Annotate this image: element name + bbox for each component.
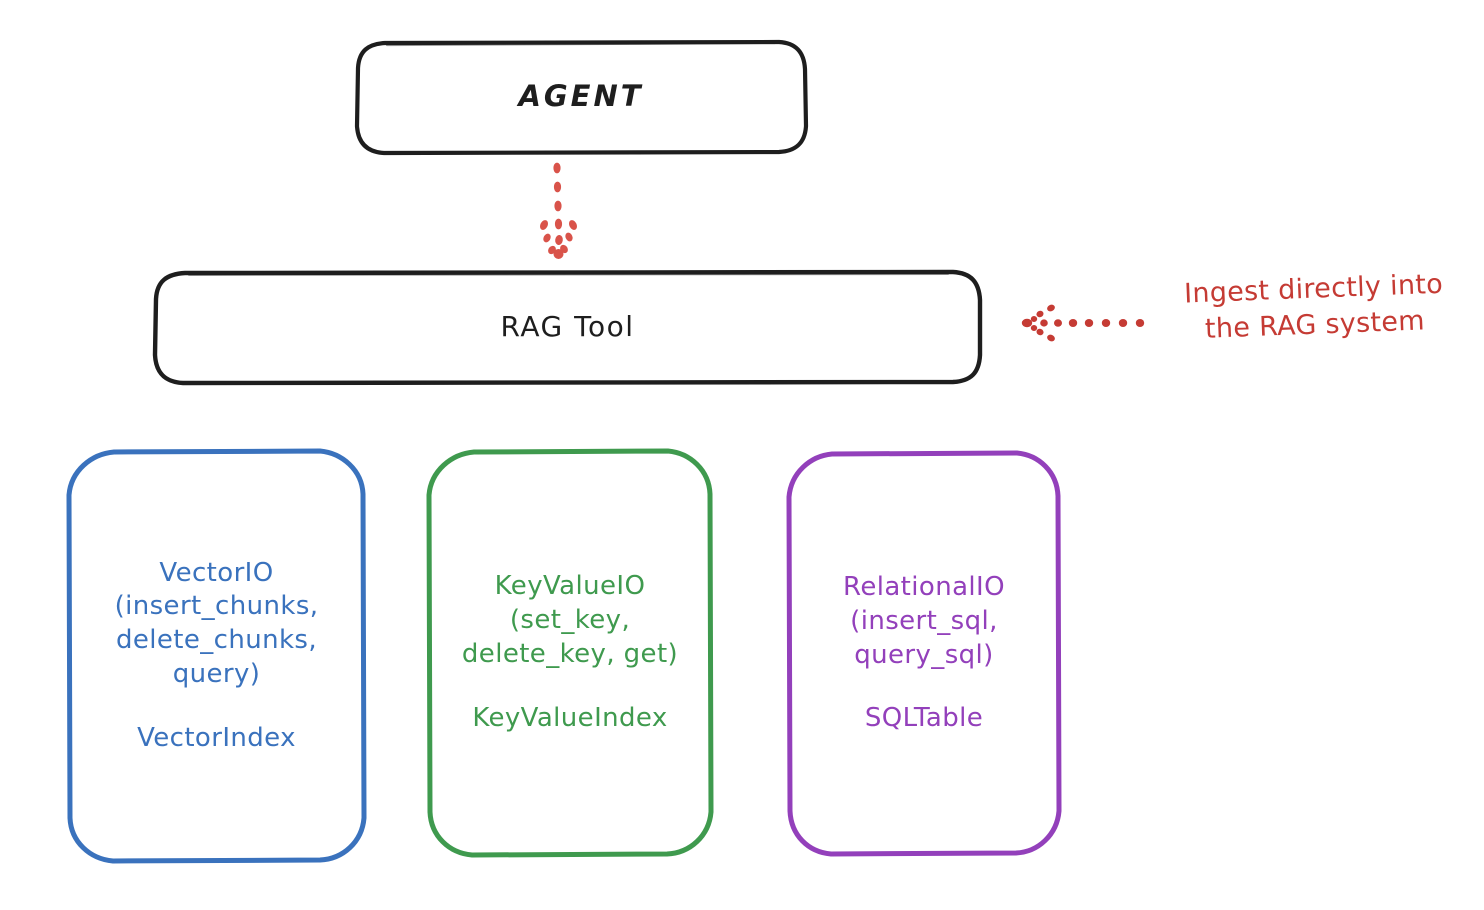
node-relational-io-label: RelationalIO (insert_sql, query_sql) [843, 571, 1005, 670]
node-vector-io[interactable]: VectorIO (insert_chunks, delete_chunks, … [66, 448, 367, 864]
node-key-value-io-content: KeyValueIO (set_key, delete_key, get) Ke… [426, 448, 714, 858]
node-vector-io-content: VectorIO (insert_chunks, delete_chunks, … [66, 448, 367, 864]
node-rag-tool-label: RAG Tool [500, 310, 635, 344]
node-key-value-io[interactable]: KeyValueIO (set_key, delete_key, get) Ke… [426, 448, 714, 858]
node-relational-io-content: RelationalIO (insert_sql, query_sql) SQL… [786, 450, 1062, 857]
annotation-ingest-note: Ingest directly into the RAG system [1183, 268, 1444, 345]
node-key-value-io-index-label: KeyValueIndex [472, 702, 668, 733]
node-rag-tool[interactable]: RAG Tool [152, 269, 983, 386]
node-agent-label: AGENT [518, 79, 644, 114]
node-key-value-io-label: KeyValueIO (set_key, delete_key, get) [461, 571, 679, 669]
arrow-ingest-pointer [1021, 304, 1145, 342]
node-relational-io-index-label: SQLTable [864, 703, 984, 734]
node-vector-io-index-label: VectorIndex [137, 722, 296, 753]
node-agent[interactable]: AGENT [354, 39, 809, 156]
node-relational-io[interactable]: RelationalIO (insert_sql, query_sql) SQL… [786, 450, 1062, 857]
node-vector-io-label: VectorIO (insert_chunks, delete_chunks, … [114, 557, 319, 689]
arrow-agent-to-rag-tool [539, 162, 578, 259]
